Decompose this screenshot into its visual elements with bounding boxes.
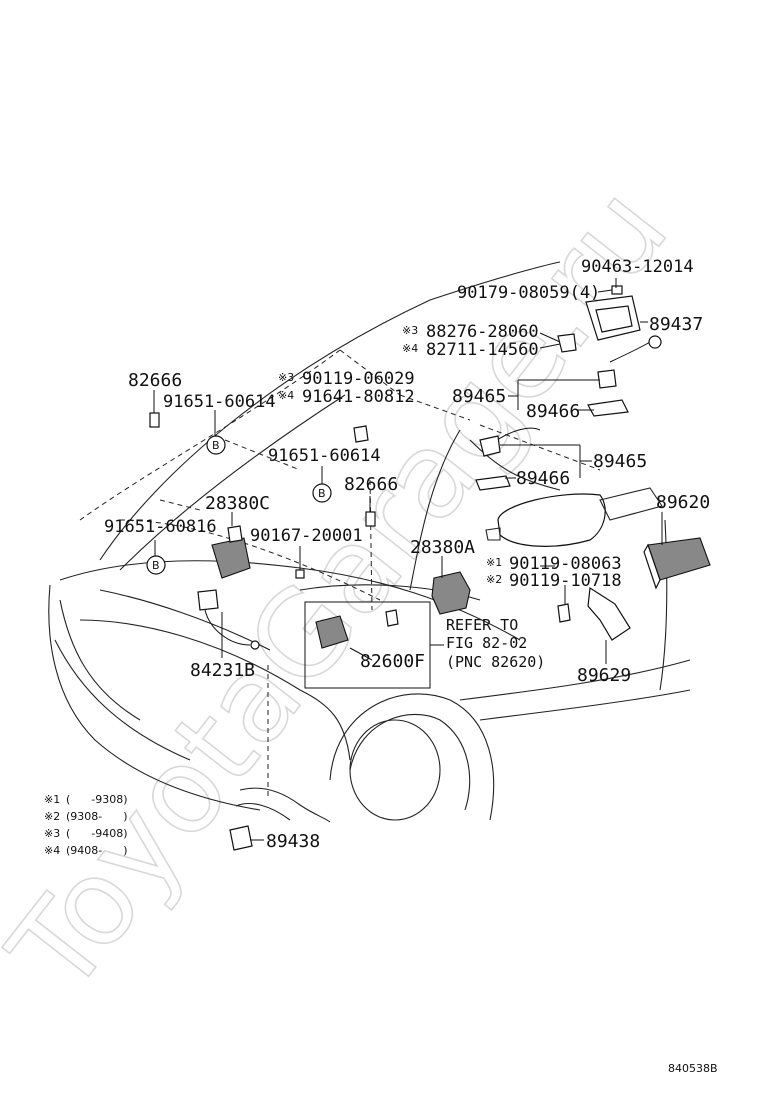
label-84231B: 84231B (190, 660, 255, 681)
sensor-89438 (229, 825, 253, 851)
svg-text:B: B (212, 439, 220, 452)
svg-text:B: B (152, 559, 160, 572)
label-82666-left: 82666 (128, 370, 182, 391)
legend-mark-4: ※4 (44, 844, 60, 857)
legend-mark-3: ※3 (44, 827, 60, 840)
bolt-symbol-left: B (206, 435, 226, 455)
label-28380A: 28380A (410, 537, 475, 558)
legend: ※1 ( -9308) ※2 (9308- ) ※3 ( -9408) ※4 (… (44, 793, 128, 857)
relay-28380C (211, 537, 251, 579)
legend-range-4: (9408- ) (66, 844, 128, 857)
label-90179-08059: 90179-08059(4) (457, 283, 600, 303)
label-91651-60614-left: 91651-60614 (163, 392, 276, 412)
sensor-89465-mid (479, 435, 501, 457)
sensor-89465-top (597, 369, 617, 389)
switch-84231B (197, 589, 219, 611)
label-90167-20001: 90167-20001 (250, 526, 363, 546)
label-89437: 89437 (649, 314, 703, 335)
bracket-89437-inner (595, 305, 633, 333)
legend-range-3: ( -9408) (66, 827, 128, 840)
label-90119-06029: 90119-06029 (302, 369, 415, 389)
legend-mark-1: ※1 (44, 793, 60, 806)
label-90463-12014: 90463-12014 (581, 257, 694, 277)
holder-82666-left (149, 412, 160, 428)
svg-text:B: B (318, 487, 326, 500)
label-90119-08063: 90119-08063 (509, 554, 622, 574)
harness-89438 (239, 787, 331, 823)
mark-4-b: ※4 (278, 389, 294, 402)
catalytic-converter (497, 493, 606, 547)
gasket-89466-top (587, 399, 629, 417)
figure-number: 840538B (668, 1062, 718, 1075)
label-89465-mid: 89465 (593, 451, 647, 472)
refer-line1: REFER TO (446, 616, 518, 634)
legend-mark-2: ※2 (44, 810, 60, 823)
bolt-90119-08063 (557, 603, 571, 623)
refer-line3: (PNC 82620) (446, 653, 545, 671)
label-89465-top: 89465 (452, 386, 506, 407)
label-89466-mid: 89466 (516, 468, 570, 489)
mark-3-a: ※3 (402, 324, 418, 337)
label-90119-10718: 90119-10718 (509, 571, 622, 591)
label-91641-80812: 91641-80812 (302, 387, 415, 407)
label-89466-top: 89466 (526, 401, 580, 422)
bolt-90119-06029 (353, 425, 369, 443)
mark-3-b: ※3 (278, 371, 294, 384)
label-89629: 89629 (577, 665, 631, 686)
mark-1: ※1 (486, 556, 502, 569)
holder-82666-mid (365, 511, 376, 527)
label-28380C: 28380C (205, 493, 270, 514)
label-91651-60614-mid: 91651-60614 (268, 446, 381, 466)
gasket-89466-mid (475, 475, 511, 491)
label-89620: 89620 (656, 492, 710, 513)
mark-4-a: ※4 (402, 342, 418, 355)
clip-90167 (295, 569, 305, 579)
label-91651-60816: 91651-60816 (104, 517, 217, 537)
label-82666-mid: 82666 (344, 474, 398, 495)
label-82711-14560: 82711-14560 (426, 340, 539, 360)
leader-lines (153, 278, 663, 841)
label-89438: 89438 (266, 831, 320, 852)
refer-line2: FIG 82-02 (446, 634, 527, 652)
sensor-88276 (557, 333, 577, 353)
legend-range-1: ( -9308) (66, 793, 128, 806)
clip-part (611, 285, 623, 295)
bracket-89629 (587, 586, 631, 641)
bolt-symbol-mid: B (312, 483, 332, 503)
bolt-symbol-low: B (146, 555, 166, 575)
connector-top (648, 335, 662, 349)
relay-28380A (431, 571, 471, 615)
legend-range-2: (9308- ) (66, 810, 128, 823)
label-82600F: 82600F (360, 651, 425, 672)
relay-82600F (315, 615, 349, 649)
label-88276-28060: 88276-28060 (426, 322, 539, 342)
mark-2: ※2 (486, 573, 502, 586)
